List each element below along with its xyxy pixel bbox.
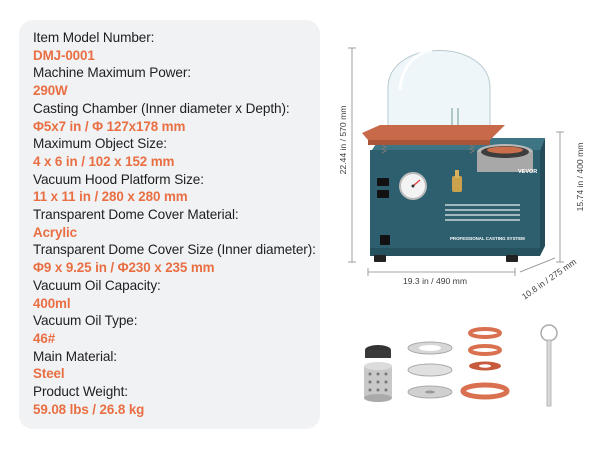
spec-value: 4 x 6 in / 102 x 152 mm — [33, 153, 175, 169]
brand-logo: VEVOR — [518, 169, 537, 175]
dimension-lines — [348, 47, 564, 276]
dimension-width: 19.3 in / 490 mm — [402, 276, 467, 286]
spec-label: Transparent Dome Cover Size (Inner diame… — [33, 242, 316, 258]
casting-machine: VEVOR PROFESSIONAL CASTING SYSTEM — [362, 48, 545, 262]
spec-label: Item Model Number: — [33, 30, 155, 45]
spec-label: Machine Maximum Power: — [33, 65, 191, 81]
accessory-filter-cup — [364, 345, 392, 402]
spec-value: Φ9 x 9.25 in / Φ230 x 235 mm — [33, 260, 215, 276]
spec-value: 290W — [33, 83, 68, 99]
spec-value: Acrylic — [33, 224, 77, 240]
spec-card — [19, 20, 320, 429]
spec-label: Vacuum Oil Type: — [33, 313, 138, 329]
spec-value: 59.08 lbs / 26.8 kg — [33, 401, 145, 417]
accessory-metal-rings — [407, 341, 453, 399]
spec-value: Steel — [33, 366, 65, 382]
spec-label: Vacuum Hood Platform Size: — [33, 171, 204, 187]
spec-label: Transparent Dome Cover Material: — [33, 207, 239, 223]
spec-value: DMJ-0001 — [33, 47, 95, 63]
spec-value: 400ml — [33, 295, 71, 311]
accessory-stirring-rod — [540, 324, 558, 407]
spec-value: Φ5x7 in / Φ 127x178 mm — [33, 118, 186, 134]
accessory-gaskets — [460, 327, 510, 400]
spec-label: Maximum Object Size: — [33, 136, 167, 152]
spec-value: 46# — [33, 330, 56, 346]
spec-label: Vacuum Oil Capacity: — [33, 277, 161, 293]
spec-label: Product Weight: — [33, 384, 128, 400]
spec-label: Casting Chamber (Inner diameter x Depth)… — [33, 100, 290, 116]
panel-title: PROFESSIONAL CASTING SYSTEM — [450, 236, 525, 241]
spec-value: 11 x 11 in / 280 x 280 mm — [33, 189, 188, 205]
spec-label: Main Material: — [33, 348, 117, 364]
